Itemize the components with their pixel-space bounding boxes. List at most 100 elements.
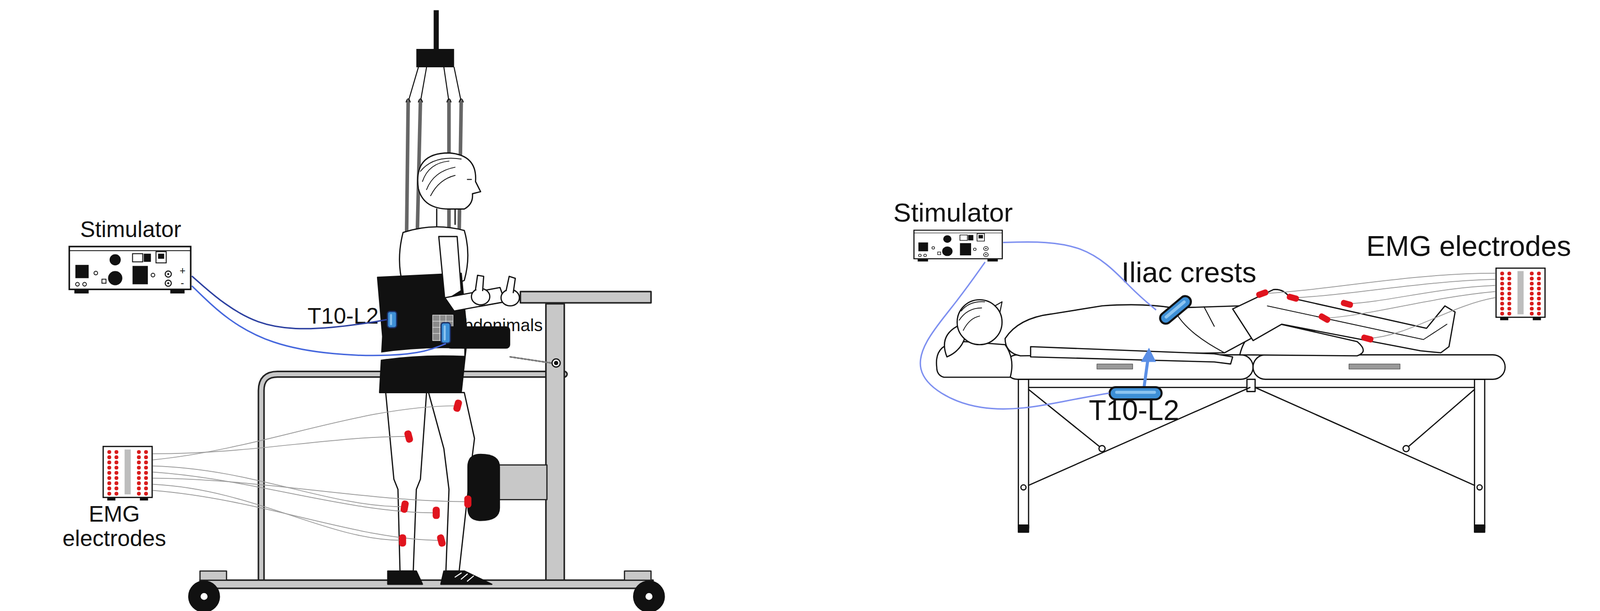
terminal-pin [167, 273, 169, 276]
channel-socket [1500, 287, 1504, 291]
emg-lead [152, 436, 410, 455]
fist [500, 289, 520, 307]
emg-electrodes [1255, 289, 1375, 344]
channel-socket [114, 455, 119, 460]
node-label: EMG electrodes [53, 502, 176, 552]
channel-socket [1507, 287, 1512, 291]
legs [1232, 289, 1456, 354]
emg-electrode [436, 534, 447, 548]
channel-socket [1507, 276, 1512, 281]
indicator [923, 254, 927, 257]
knob [942, 246, 953, 257]
table-leg [1246, 379, 1255, 392]
treatment-table [1005, 354, 1505, 533]
knee-pad [467, 454, 500, 522]
node-outline [102, 445, 153, 502]
emg-electrode [452, 399, 463, 413]
emg-amplifier: EMG electrodes [102, 445, 153, 502]
indicator [82, 282, 87, 287]
terminal [165, 271, 172, 278]
terminal [983, 246, 989, 251]
emg-electrode [1360, 334, 1375, 344]
case-foot [917, 258, 929, 262]
channel-socket [1500, 281, 1504, 286]
electrode-patch: T10-L2 [386, 311, 398, 329]
hair [420, 158, 462, 196]
stimulator-case [914, 230, 1003, 259]
amplifier-case [1495, 268, 1545, 318]
face [995, 302, 1003, 313]
terminal-pin [985, 248, 987, 250]
walker-post [546, 304, 565, 584]
emg-electrodes [399, 399, 472, 548]
site-arrow [1143, 359, 1149, 389]
channel-socket [136, 487, 141, 491]
neck [436, 207, 456, 227]
walker-table [520, 291, 652, 304]
table-hinge [1403, 445, 1410, 452]
wheel [633, 581, 665, 611]
pad-highlight [389, 314, 392, 326]
emg-electrode [400, 500, 410, 514]
channel-socket [1529, 281, 1534, 286]
channel-socket [136, 466, 141, 470]
channel-socket [1507, 281, 1512, 286]
channel-socket [136, 482, 141, 486]
harness-cord [408, 67, 462, 103]
table-hinge [1021, 485, 1027, 491]
indicator [932, 246, 935, 250]
thumb [506, 276, 516, 293]
channel-socket [1536, 306, 1541, 311]
switch [144, 254, 152, 263]
terminal [165, 280, 172, 287]
shoe-stripe [455, 573, 474, 582]
emg-electrode [1286, 293, 1300, 303]
node-outline [1156, 292, 1195, 328]
button [102, 279, 107, 284]
arm [1030, 346, 1233, 365]
chain [510, 357, 552, 364]
output-block [959, 243, 972, 256]
emg-lead [1324, 291, 1496, 319]
node-graphic [103, 446, 153, 501]
emg-amplifier: EMG electrodes [1495, 267, 1546, 322]
channel-socket [144, 492, 148, 497]
channel-socket [107, 476, 112, 481]
skin-pad [441, 322, 451, 344]
terminal [983, 252, 989, 258]
knob [943, 235, 952, 243]
stimulator-case [69, 247, 191, 290]
walker-bracket [624, 571, 652, 581]
node-graphic [441, 322, 451, 344]
emg-lead [152, 472, 437, 514]
terminal-sign: - [180, 277, 185, 290]
channel-socket [1529, 306, 1534, 311]
node-label: Iliac crests [1121, 257, 1295, 289]
iliac-pad [1157, 294, 1194, 327]
channel-socket [107, 471, 112, 475]
channel-socket [107, 482, 112, 486]
display [75, 265, 89, 279]
emg-electrode [1317, 312, 1332, 324]
harness-rod [433, 10, 439, 52]
channel-socket [1529, 301, 1534, 306]
table-hinge [1477, 485, 1483, 491]
node-graphic [69, 247, 191, 295]
ring-center [554, 361, 558, 365]
channel-socket [136, 455, 141, 460]
knob [109, 254, 121, 266]
channel-socket [144, 482, 148, 486]
channel-socket [144, 487, 148, 491]
emg-electrode [432, 506, 440, 520]
channel-socket [1507, 312, 1512, 316]
emg-leads [152, 406, 469, 541]
knob [108, 271, 123, 286]
channel-socket [1529, 276, 1534, 281]
channel-socket [1507, 272, 1512, 276]
channel-socket [1536, 312, 1541, 316]
channel-socket [1536, 297, 1541, 301]
illustration-group [152, 10, 1505, 611]
